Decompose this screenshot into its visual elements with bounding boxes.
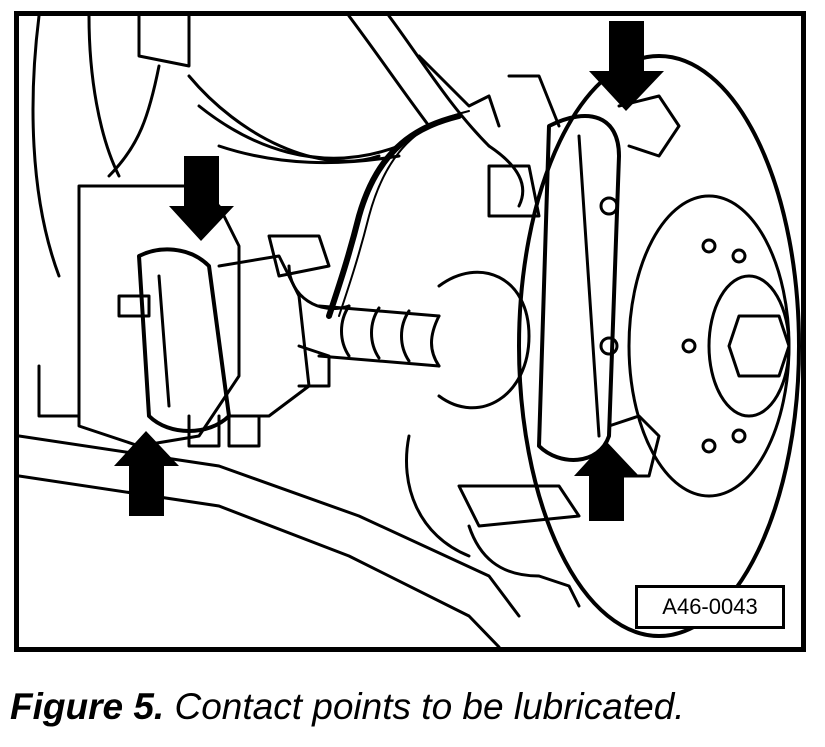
- callout-arrows: [114, 21, 664, 521]
- caption-text: Contact points to be lubricated.: [164, 686, 685, 727]
- control-arm: [19, 434, 581, 647]
- figure-frame: A46-0043: [14, 11, 806, 652]
- caption-label: Figure 5.: [10, 686, 165, 727]
- brake-hose: [267, 110, 470, 319]
- figure-caption: Figure 5. Contact points to be lubricate…: [10, 686, 685, 728]
- reference-code: A46-0043: [635, 585, 785, 629]
- left-caliper: [37, 184, 331, 448]
- arrow-up-icon: [114, 431, 179, 516]
- right-caliper: [487, 74, 681, 478]
- arrow-down-icon: [589, 21, 664, 111]
- brake-assembly-illustration: [19, 16, 801, 647]
- drive-shaft: [317, 270, 531, 410]
- arrow-up-icon: [574, 441, 639, 521]
- strut-linework: [31, 16, 525, 278]
- arrow-down-icon: [169, 156, 234, 241]
- brake-disc: [517, 54, 801, 638]
